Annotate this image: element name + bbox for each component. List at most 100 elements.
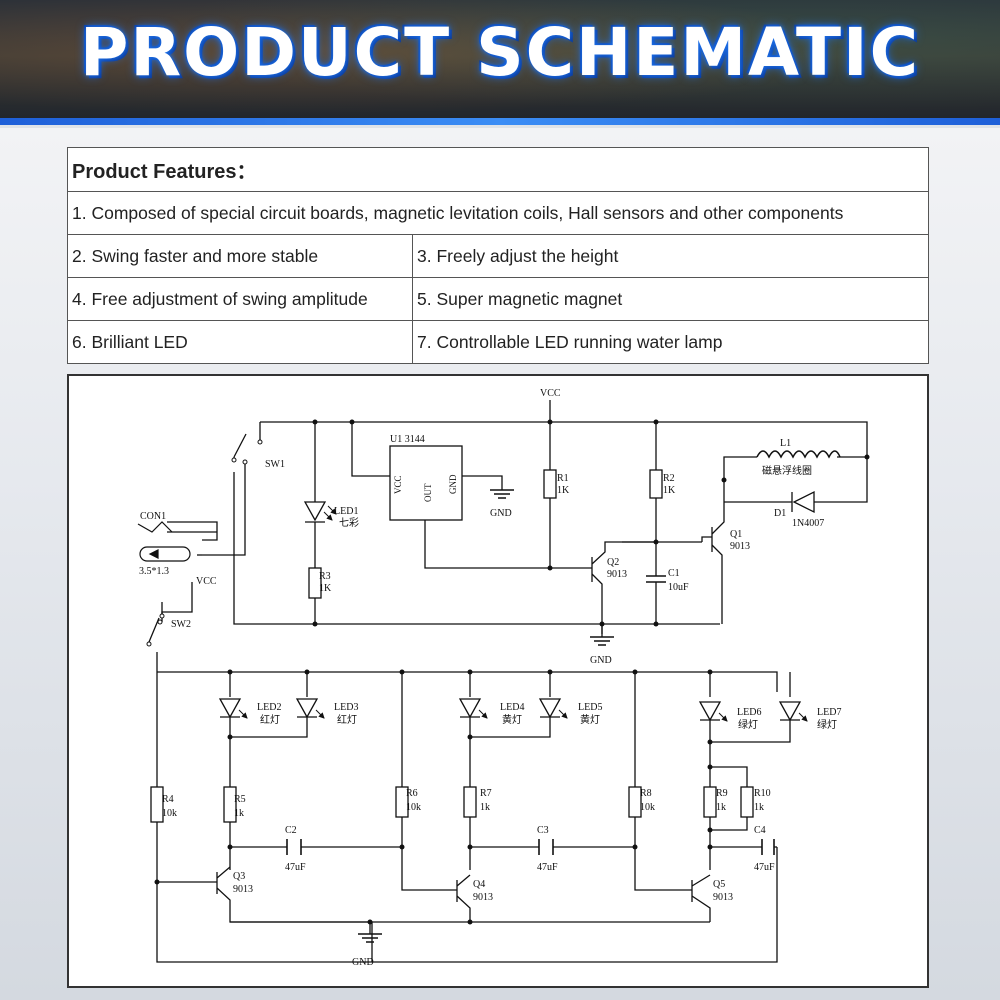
label-r9-val: 1k xyxy=(716,802,726,813)
label-u1-gnd: GND xyxy=(448,474,458,494)
label-c1: C1 xyxy=(668,568,680,579)
label-c3: C3 xyxy=(537,825,549,836)
ground-bottom xyxy=(358,933,382,943)
resistor-r3 xyxy=(308,567,322,599)
feature-row: 6. Brilliant LED 7. Controllable LED run… xyxy=(67,320,929,364)
label-r5-val: 1k xyxy=(234,808,244,819)
schematic-panel: VCC SW1 CON1 3.5*1.3 VCC SW2 U1 3144 VCC… xyxy=(67,374,929,988)
label-led2-color: 红灯 xyxy=(260,713,280,726)
label-q2: Q2 xyxy=(607,557,619,568)
led-light-arrows xyxy=(238,505,808,722)
label-r10: R10 xyxy=(754,788,771,799)
label-led2: LED2 xyxy=(257,702,281,713)
led2-symbol xyxy=(218,698,242,719)
label-c2-val: 47uF xyxy=(285,862,306,873)
resistor-r7 xyxy=(463,786,477,818)
label-r10-val: 1k xyxy=(754,802,764,813)
resistor-r9 xyxy=(703,786,717,818)
label-r7: R7 xyxy=(480,788,492,799)
label-gnd-bottom: GND xyxy=(352,957,374,968)
feature-3: 3. Freely adjust the height xyxy=(412,234,929,278)
label-c4: C4 xyxy=(754,825,766,836)
label-c3-val: 47uF xyxy=(537,862,558,873)
resistor-r6 xyxy=(395,786,409,818)
label-d1: D1 xyxy=(774,508,786,519)
label-r3-val: 1K xyxy=(319,583,332,594)
led7-symbol xyxy=(778,701,802,722)
resistors xyxy=(150,469,754,823)
label-vcc: VCC xyxy=(540,388,561,399)
label-r4-val: 10k xyxy=(162,808,177,819)
label-gnd-q2: GND xyxy=(590,655,612,666)
resistor-r2 xyxy=(649,469,663,499)
wires xyxy=(148,400,868,963)
ic-u1 xyxy=(389,445,463,521)
label-con1: CON1 xyxy=(140,511,166,522)
features-table: Product Features： 1. Composed of special… xyxy=(67,147,929,364)
label-l1-desc: 磁悬浮线圈 xyxy=(762,464,812,477)
label-r1-val: 1K xyxy=(557,485,570,496)
label-c1-val: 10uF xyxy=(668,582,689,593)
label-l1: L1 xyxy=(780,438,791,449)
diode-d1-symbol xyxy=(792,490,815,514)
feature-row: 2. Swing faster and more stable 3. Freel… xyxy=(67,234,929,278)
schematic-labels: VCC SW1 CON1 3.5*1.3 VCC SW2 U1 3144 VCC… xyxy=(139,388,841,968)
features-header-row: Product Features： xyxy=(67,147,929,192)
ground-q2 xyxy=(590,636,614,646)
label-led4-color: 黄灯 xyxy=(502,713,522,726)
label-u1-vcc: VCC xyxy=(393,475,403,494)
banner-background xyxy=(0,0,1000,125)
resistor-r1 xyxy=(543,469,557,499)
label-q4-val: 9013 xyxy=(473,892,493,903)
label-sw1: SW1 xyxy=(265,459,285,470)
resistor-r10 xyxy=(740,786,754,818)
led-symbols xyxy=(218,490,815,722)
label-jack: 3.5*1.3 xyxy=(139,566,169,577)
label-q5-val: 9013 xyxy=(713,892,733,903)
label-r9: R9 xyxy=(716,788,728,799)
label-q5: Q5 xyxy=(713,879,725,890)
label-led7: LED7 xyxy=(817,707,841,718)
circuit-schematic: VCC SW1 CON1 3.5*1.3 VCC SW2 U1 3144 VCC… xyxy=(137,388,870,968)
feature-7: 7. Controllable LED running water lamp xyxy=(412,320,929,364)
led5-symbol xyxy=(538,698,562,719)
led1-symbol xyxy=(303,501,327,522)
junction-dots xyxy=(154,419,870,925)
header-banner: PRODUCT SCHEMATIC xyxy=(0,0,1000,125)
feature-6: 6. Brilliant LED xyxy=(67,320,413,364)
label-r6-val: 10k xyxy=(406,802,421,813)
led4-symbol xyxy=(458,698,482,719)
switch-contacts xyxy=(146,439,263,647)
label-q2-val: 9013 xyxy=(607,569,627,580)
label-gnd-top: GND xyxy=(490,508,512,519)
label-q1: Q1 xyxy=(730,529,742,540)
resistor-r4 xyxy=(150,786,164,823)
label-sw2: SW2 xyxy=(171,619,191,630)
page-title: PRODUCT SCHEMATIC xyxy=(79,14,921,91)
label-vcc2: VCC xyxy=(196,576,217,587)
label-r7-val: 1k xyxy=(480,802,490,813)
led3-symbol xyxy=(295,698,319,719)
label-led5: LED5 xyxy=(578,702,602,713)
inductor-l1 xyxy=(756,450,841,459)
ground-symbols xyxy=(358,489,614,943)
label-led5-color: 黄灯 xyxy=(580,713,600,726)
label-r1: R1 xyxy=(557,473,569,484)
label-u1: U1 3144 xyxy=(390,434,425,445)
label-r3: R3 xyxy=(319,571,331,582)
ground-u1 xyxy=(490,489,514,499)
label-r8-val: 10k xyxy=(640,802,655,813)
label-q3-val: 9013 xyxy=(233,884,253,895)
label-u1-out: OUT xyxy=(423,483,433,502)
label-c2: C2 xyxy=(285,825,297,836)
label-led4: LED4 xyxy=(500,702,524,713)
label-led3: LED3 xyxy=(334,702,358,713)
features-heading: Product Features： xyxy=(67,147,929,192)
label-led1: LED1 xyxy=(334,506,358,517)
feature-2: 2. Swing faster and more stable xyxy=(67,234,413,278)
label-r2-val: 1K xyxy=(663,485,676,496)
label-led3-color: 红灯 xyxy=(337,713,357,726)
label-r2: R2 xyxy=(663,473,675,484)
label-r8: R8 xyxy=(640,788,652,799)
feature-row: 1. Composed of special circuit boards, m… xyxy=(67,191,929,235)
